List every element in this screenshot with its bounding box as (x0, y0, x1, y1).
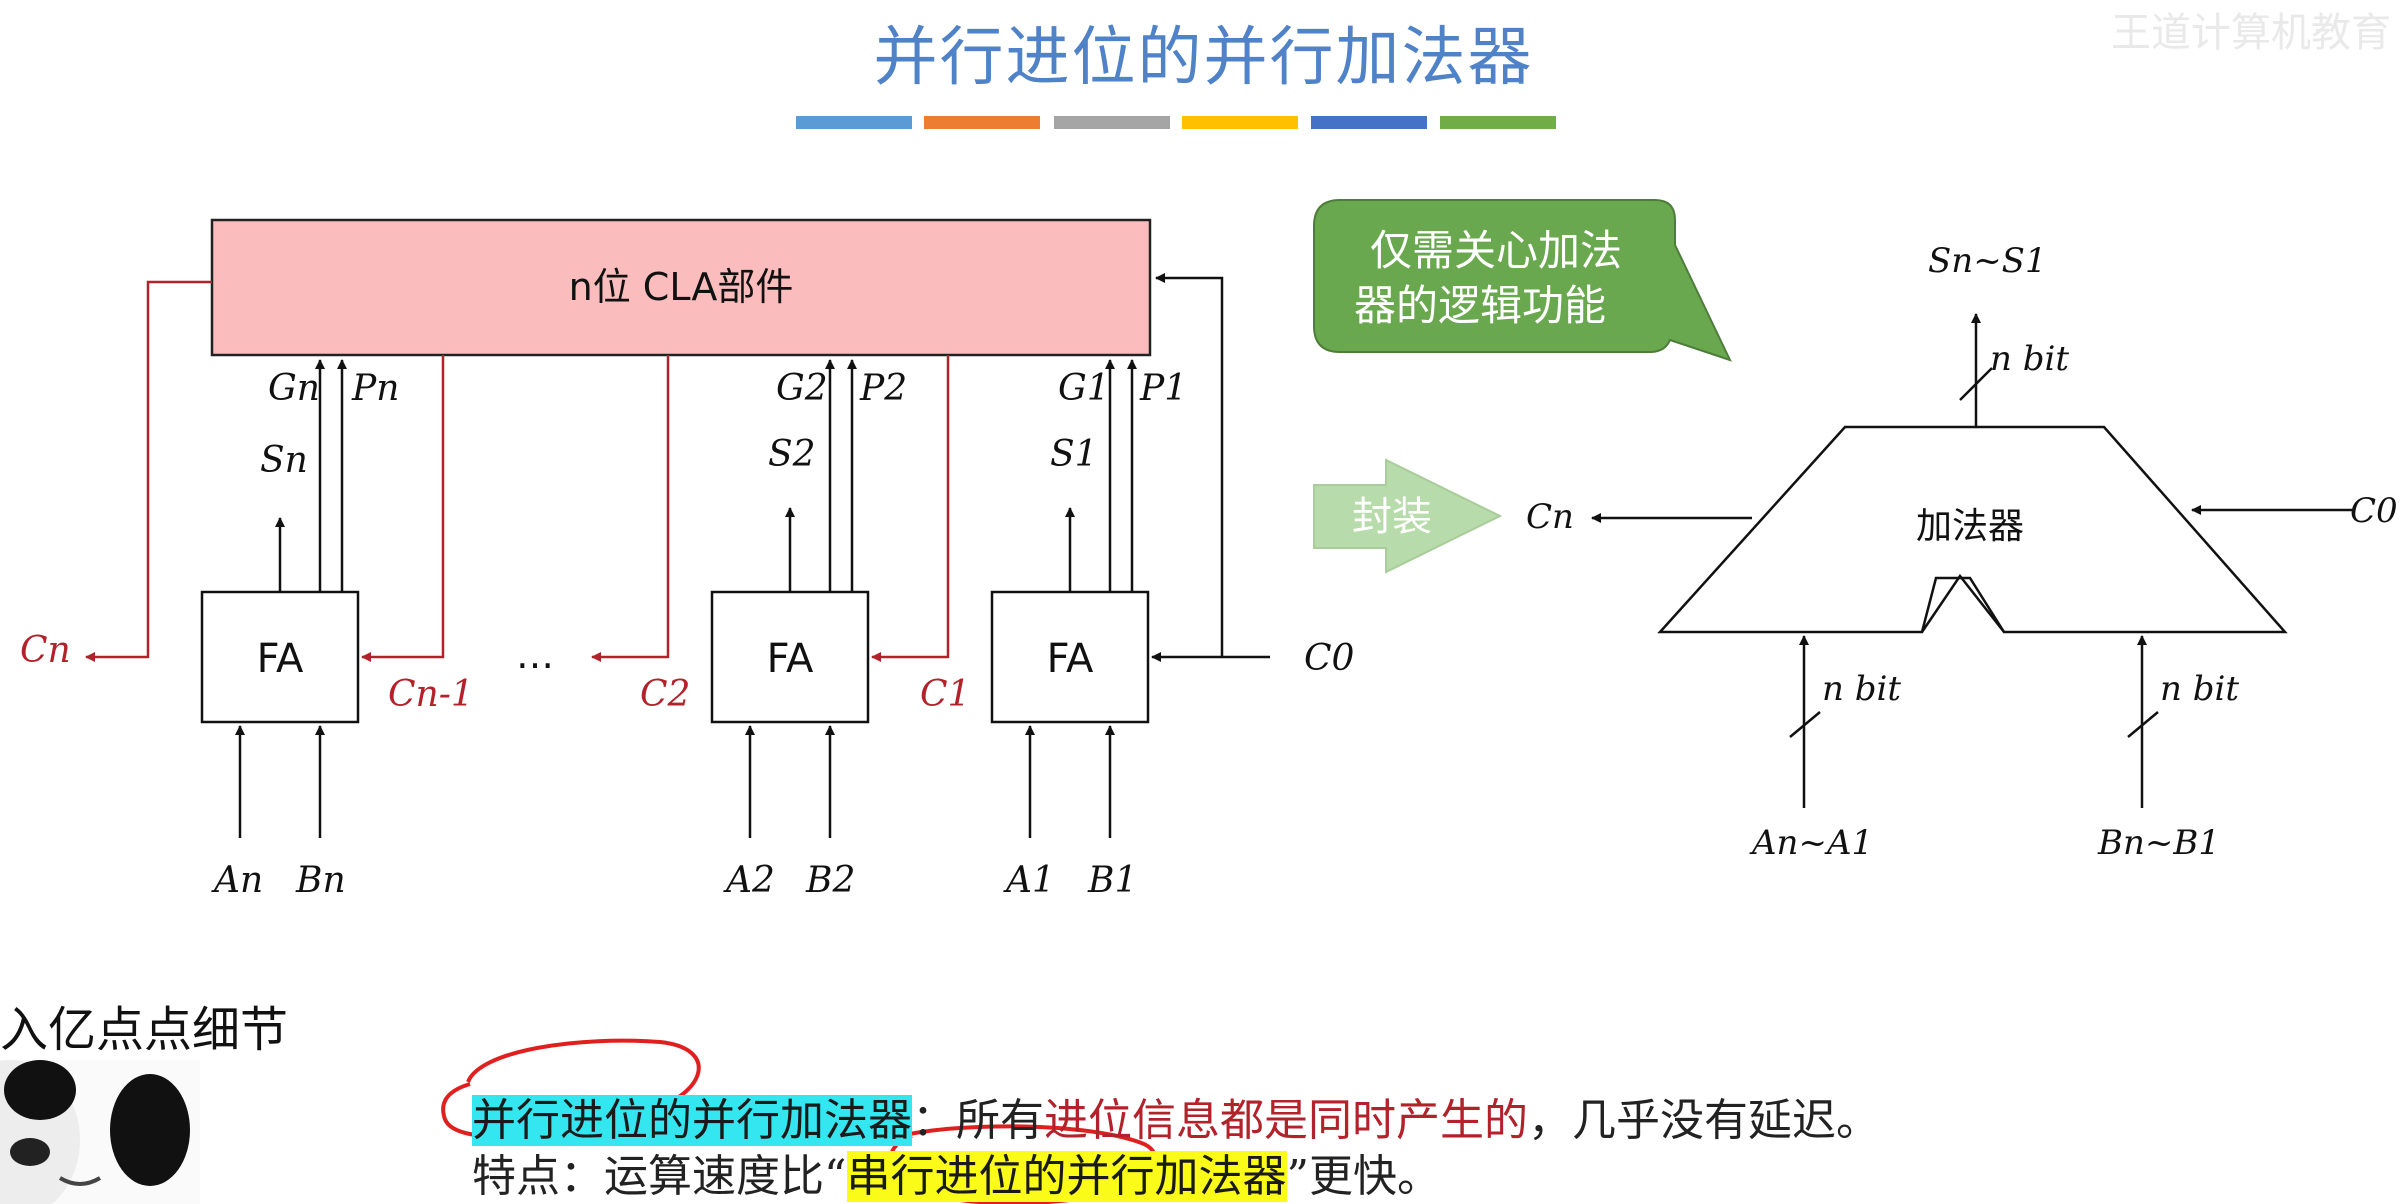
svg-text:FA: FA (767, 636, 814, 682)
label-b2: B2 (805, 860, 855, 901)
input-arrows (235, 725, 1115, 838)
label-input-a: An~A1 (1749, 823, 1873, 863)
adder-label: 加法器 (1916, 506, 2024, 547)
label-output-sum: Sn~S1 (1928, 241, 2047, 281)
label-cn-left: Cn (20, 630, 71, 671)
adder-shape (1657, 425, 2288, 634)
label-c0-right: C0 (2350, 491, 2398, 531)
label-pn: Pn (351, 368, 399, 409)
note-line-1: 并行进位的并行加法器：所有进位信息都是同时产生的，几乎没有延迟。 (472, 1084, 1880, 1148)
label-nbit-a: n bit (1822, 669, 1901, 709)
fa-box-2: FA (710, 590, 870, 724)
label-nbit-b: n bit (2160, 669, 2239, 709)
fa-box-1: FA (990, 590, 1150, 724)
svg-text:FA: FA (1047, 636, 1094, 682)
label-p1: P1 (1139, 368, 1187, 409)
ellipsis: … (516, 633, 554, 677)
callout-bubble: 仅需关心加法 器的逻辑功能 (1313, 199, 1732, 362)
label-g1: G1 (1058, 368, 1110, 409)
adder-arrows (1591, 313, 2352, 808)
label-cn-right: Cn (1526, 497, 1574, 537)
note-line2-suffix: ”更快。 (1286, 1151, 1442, 1202)
label-cn-1: Cn-1 (388, 674, 474, 715)
cla-unit-label: n位 CLA部件 (569, 265, 794, 309)
label-input-b: Bn~B1 (2097, 823, 2220, 863)
note-line-2: 特点：运算速度比“串行进位的并行加法器”更快。 (472, 1140, 1441, 1204)
title-underline-stripe-2 (924, 116, 1040, 129)
note-line1-tail: ，几乎没有延迟。 (1528, 1095, 1880, 1146)
note-highlight-parallel-carry: 并行进位的并行加法器 (472, 1095, 912, 1146)
encapsulate-label: 封装 (1352, 494, 1432, 540)
label-bn: Bn (295, 860, 346, 901)
cla-unit-box (210, 218, 1152, 357)
carry-lines (85, 280, 950, 662)
label-a1: A1 (1003, 860, 1055, 901)
label-gn: Gn (268, 368, 320, 409)
gp-arrows (315, 359, 1137, 592)
fa-box-n: FA (200, 590, 360, 724)
label-b1: B1 (1087, 860, 1137, 901)
note-line1-colon: ：所有 (912, 1095, 1044, 1146)
page-title: 并行进位的并行加法器 (873, 21, 1534, 95)
label-c0-left: C0 (1304, 638, 1354, 679)
title-underline-stripe-1 (796, 116, 912, 129)
note-line2-prefix: 特点：运算速度比“ (472, 1151, 847, 1202)
note-line1-red-2: 同时产生的 (1308, 1095, 1528, 1146)
title-underline-stripe-5 (1311, 116, 1427, 129)
title-underline-stripe-6 (1440, 116, 1556, 129)
label-a2: A2 (723, 860, 775, 901)
callout-line-2: 器的逻辑功能 (1354, 281, 1606, 330)
label-g2: G2 (776, 368, 828, 409)
label-s2: S2 (768, 434, 816, 475)
watermark: 王道计算机教育 (2111, 10, 2391, 56)
sum-arrows (275, 507, 1075, 592)
title-underline-stripe-4 (1182, 116, 1298, 129)
c0-paths (1151, 273, 1270, 662)
label-an: An (211, 860, 263, 901)
svg-text:FA: FA (257, 636, 304, 682)
label-c1: C1 (920, 674, 970, 715)
callout-line-1: 仅需关心加法 (1370, 226, 1622, 275)
encapsulate-arrow: 封装 (1313, 458, 1503, 574)
panda-meme-image (0, 1060, 200, 1204)
note-line1-red-1: 进位信息都是 (1044, 1095, 1308, 1146)
label-nbit-out: n bit (1990, 339, 2069, 379)
label-sn: Sn (260, 440, 308, 481)
side-caption: 入亿点点细节 (0, 1002, 289, 1058)
label-c2: C2 (640, 674, 690, 715)
label-p2: P2 (859, 368, 907, 409)
note-highlight-serial-carry: 串行进位的并行加法器 (846, 1151, 1287, 1202)
label-s1: S1 (1050, 434, 1098, 475)
title-underline-stripe-3 (1054, 116, 1170, 129)
